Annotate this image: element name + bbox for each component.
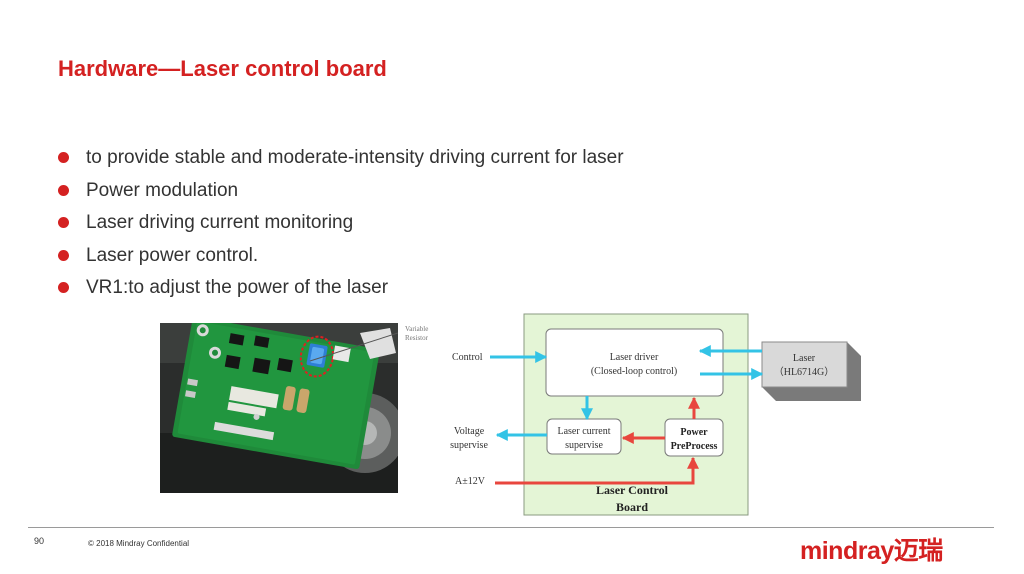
bullet-dot-icon: [58, 152, 69, 163]
voltage-supervise-line: supervise: [450, 440, 488, 451]
control-label: Control: [452, 352, 483, 363]
voltage-supervise-line: Voltage: [454, 426, 485, 437]
bullet-item: Power modulation: [58, 175, 624, 208]
power-preprocess-line: PreProcess: [671, 441, 718, 452]
laser-driver-title: Laser driver: [610, 352, 659, 363]
laser-box: [762, 342, 847, 387]
annotation-line: Variable: [405, 325, 428, 334]
bullet-text: Laser driving current monitoring: [86, 212, 353, 233]
laser-label: Laser: [793, 353, 816, 364]
bullet-item: Laser driving current monitoring: [58, 207, 624, 240]
slide-title: Hardware—Laser control board: [58, 56, 387, 82]
board-photo: [160, 323, 398, 493]
board-outline: [524, 314, 748, 515]
annotation-line: Resistor: [405, 334, 428, 343]
bullet-item: VR1:to adjust the power of the laser: [58, 272, 624, 305]
bullet-list: to provide stable and moderate-intensity…: [58, 142, 624, 305]
board-photo-illustration: [160, 323, 398, 493]
board-title: Laser Control: [596, 483, 669, 497]
laser-box-shadow: [762, 342, 861, 401]
footer-divider: [28, 527, 994, 528]
bullet-dot-icon: [58, 282, 69, 293]
bullet-dot-icon: [58, 250, 69, 261]
supply-arrow: [495, 458, 693, 483]
bullet-dot-icon: [58, 217, 69, 228]
power-preprocess-line: Power: [680, 427, 708, 438]
laser-driver-box: [546, 329, 723, 396]
bullet-text: to provide stable and moderate-intensity…: [86, 147, 624, 168]
supply-label: A±12V: [455, 476, 486, 487]
bullet-item: Laser power control.: [58, 240, 624, 273]
bullet-dot-icon: [58, 185, 69, 196]
variable-resistor-annotation: Variable Resistor: [405, 325, 428, 343]
page-number: 90: [34, 536, 44, 546]
current-supervise-box: [547, 419, 621, 454]
bullet-text: Power modulation: [86, 180, 238, 201]
bullet-item: to provide stable and moderate-intensity…: [58, 142, 624, 175]
copyright-notice: © 2018 Mindray Confidential: [88, 539, 189, 548]
bullet-text: VR1:to adjust the power of the laser: [86, 277, 388, 298]
bullet-text: Laser power control.: [86, 245, 258, 266]
current-supervise-line: Laser current: [557, 426, 610, 437]
laser-model: （HL6714G）: [774, 366, 835, 378]
board-title: Board: [616, 500, 648, 514]
current-supervise-line: supervise: [565, 440, 603, 451]
mindray-logo: mindray迈瑞: [800, 531, 943, 567]
laser-driver-subtitle: (Closed-loop control): [591, 366, 677, 377]
power-preprocess-box: [665, 419, 723, 456]
